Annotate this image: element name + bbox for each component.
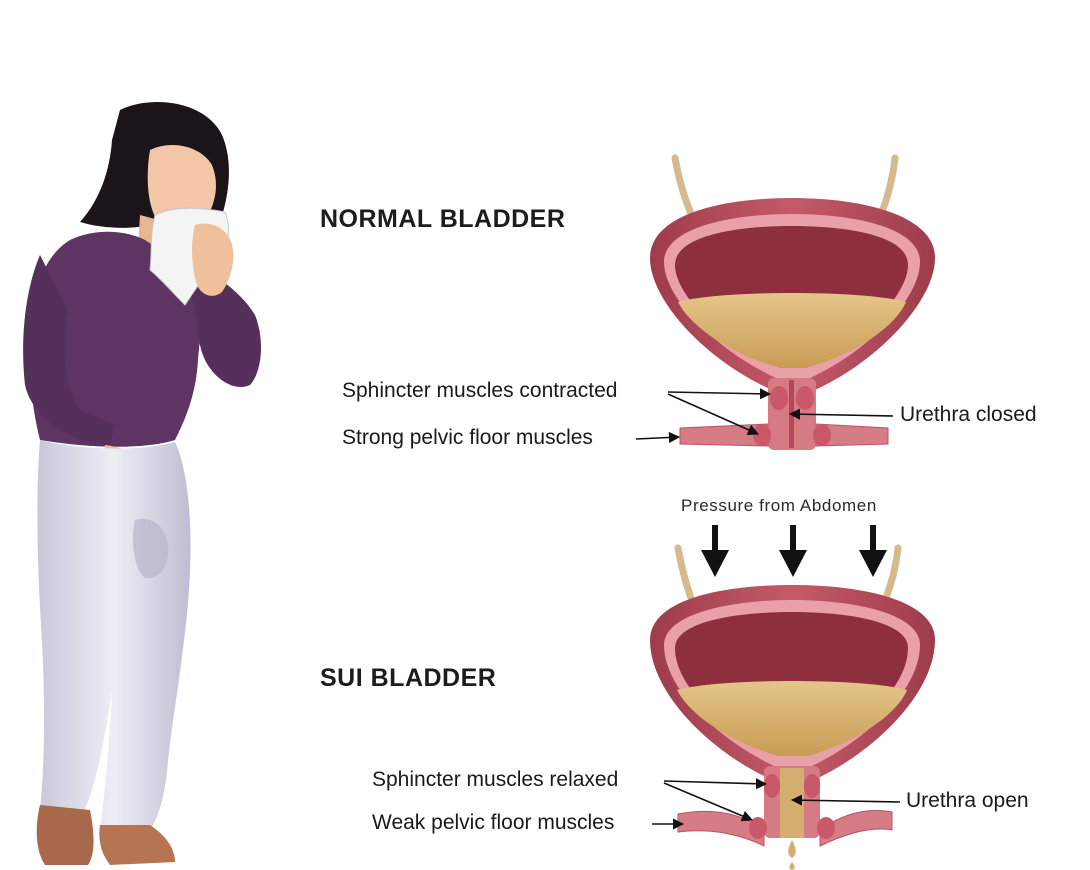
- sphincter-left: [764, 774, 780, 798]
- pointer-pelvic: [635, 431, 681, 444]
- urine-drip: [788, 840, 796, 858]
- hand-on-face: [192, 223, 234, 296]
- sphincter-right: [804, 774, 820, 798]
- urine-drip: [789, 862, 795, 870]
- pressure-arrow-center: [779, 525, 807, 577]
- raised-arm: [180, 258, 262, 388]
- pelvic-muscle-knot-right: [817, 817, 835, 839]
- right-shoe: [99, 825, 175, 865]
- pelvic-floor-right: [819, 810, 893, 847]
- pointer-sphincter-a: [663, 778, 768, 790]
- left-shoe: [36, 805, 94, 865]
- pressure-arrow-left: [701, 525, 729, 577]
- sphincter-right: [796, 386, 814, 410]
- shirt: [29, 231, 204, 447]
- pointer-sphincter-b: [667, 393, 760, 436]
- sui-bladder-heading: SUI BLADDER: [320, 664, 497, 692]
- pointer-sphincter-a: [667, 388, 772, 400]
- pointer-sphincter-b: [663, 782, 754, 822]
- wet-spot: [133, 518, 169, 579]
- pelvic-muscle-knot-left: [749, 817, 767, 839]
- normal-pelvic-label: Strong pelvic floor muscles: [342, 426, 593, 449]
- sneezing-woman-figure: [23, 102, 262, 865]
- pointer-urethra: [790, 794, 901, 806]
- normal-bladder-heading: NORMAL BLADDER: [320, 205, 566, 233]
- sui-sphincter-label: Sphincter muscles relaxed: [372, 768, 619, 791]
- pressure-arrows: [701, 525, 887, 577]
- normal-pointers: [635, 388, 894, 444]
- lowered-arm: [23, 255, 115, 445]
- normal-urethra-label: Urethra closed: [900, 403, 1037, 426]
- normal-sphincter-label: Sphincter muscles contracted: [342, 379, 618, 402]
- pressure-arrow-right: [859, 525, 887, 577]
- pants: [37, 440, 191, 830]
- urine: [678, 293, 906, 368]
- pelvic-muscle-knot-left: [753, 424, 771, 446]
- sui-pelvic-label: Weak pelvic floor muscles: [372, 811, 615, 834]
- sui-urethra-label: Urethra open: [906, 789, 1029, 812]
- pelvic-muscle-knot-right: [813, 424, 831, 446]
- sui-bladder-diagram: [650, 544, 935, 870]
- urethra-channel-open: [780, 768, 804, 838]
- pressure-label: Pressure from Abdomen: [681, 496, 877, 515]
- normal-bladder-diagram: [650, 154, 935, 450]
- sphincter-left: [770, 386, 788, 410]
- urine: [677, 681, 907, 756]
- sui-pointers: [652, 778, 901, 830]
- pointer-urethra: [788, 408, 894, 420]
